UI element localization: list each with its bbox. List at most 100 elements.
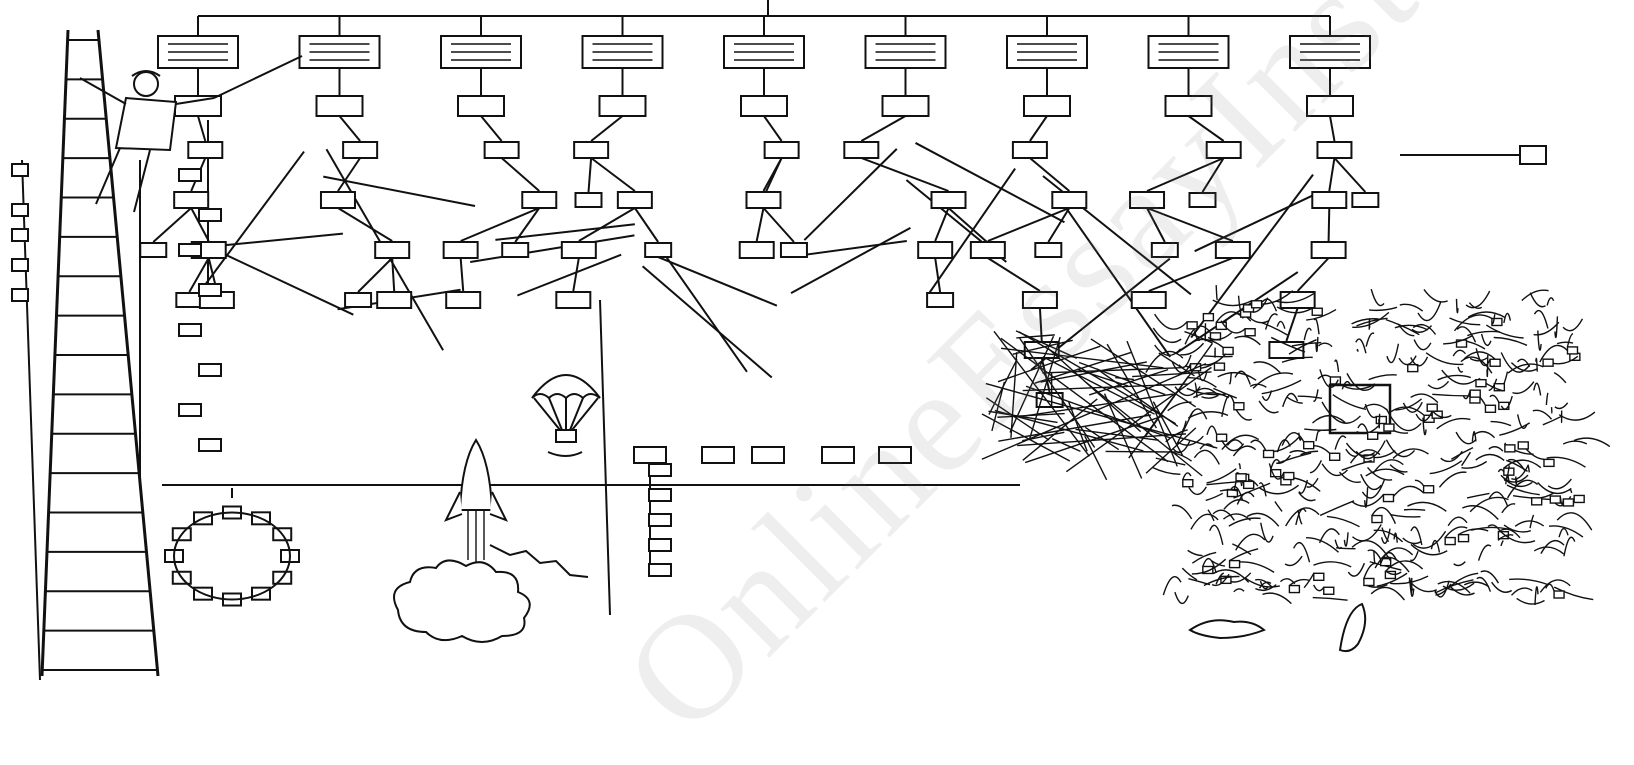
tiny-box [1476, 380, 1486, 387]
second-level-box [1307, 96, 1353, 116]
org-box [1312, 242, 1346, 258]
org-box [522, 192, 556, 208]
tiny-box [1289, 586, 1299, 593]
tiny-box [1567, 347, 1577, 354]
org-box [140, 243, 166, 257]
circle-of-boxes [165, 507, 299, 606]
org-box [377, 292, 411, 308]
tiny-box [1236, 474, 1246, 481]
org-box [1189, 193, 1215, 207]
tangled-network [168, 44, 1610, 605]
tiny-box [1230, 561, 1240, 568]
org-box [932, 192, 966, 208]
tiny-box [1424, 486, 1434, 493]
org-box [502, 243, 528, 257]
tiny-box [1485, 405, 1495, 412]
org-box [1052, 192, 1086, 208]
org-box [752, 447, 784, 463]
org-box [918, 242, 952, 258]
tiny-box [1372, 516, 1382, 523]
org-box [844, 142, 878, 158]
org-box [1352, 193, 1378, 207]
tiny-box [1459, 535, 1469, 542]
org-box [12, 229, 28, 241]
org-box [444, 242, 478, 258]
tiny-box [1563, 499, 1573, 506]
second-level-box [883, 96, 929, 116]
org-box [971, 242, 1005, 258]
tiny-box [1490, 359, 1500, 366]
tiny-box [1217, 434, 1227, 441]
org-box [1317, 142, 1351, 158]
org-chart-cartoon [0, 0, 1634, 693]
org-box [1207, 142, 1241, 158]
tiny-box [1244, 481, 1254, 488]
tiny-box [1183, 480, 1193, 487]
second-level-box [741, 96, 787, 116]
tiny-box [1518, 442, 1528, 449]
tiny-box [1187, 322, 1197, 329]
org-box [1216, 242, 1250, 258]
org-box [199, 364, 221, 376]
org-box [1152, 243, 1178, 257]
tiny-box [1376, 417, 1386, 424]
org-box [199, 209, 221, 221]
second-level-box [458, 96, 504, 116]
org-box [562, 242, 596, 258]
tiny-box [1312, 308, 1322, 315]
parachute-figure [532, 375, 600, 456]
rocket-figure [394, 440, 588, 642]
org-box [1520, 146, 1546, 164]
org-box [179, 404, 201, 416]
org-boxes [12, 36, 1546, 576]
tiny-box [1368, 432, 1378, 439]
org-box [179, 169, 201, 181]
fish-figure [1340, 604, 1365, 651]
tiny-box [1505, 445, 1515, 452]
tiny-box [1252, 301, 1262, 308]
tiny-box [1364, 578, 1374, 585]
org-box [649, 564, 671, 576]
org-box [879, 447, 911, 463]
org-box [12, 289, 28, 301]
org-box [765, 142, 799, 158]
org-box [781, 243, 807, 257]
org-box [179, 244, 201, 256]
second-level-box [317, 96, 363, 116]
org-box [345, 293, 371, 307]
org-box [574, 142, 608, 158]
org-box [556, 292, 590, 308]
tiny-box [1383, 495, 1393, 502]
tiny-box [1330, 377, 1340, 384]
org-box [618, 192, 652, 208]
tiny-box [1445, 538, 1455, 545]
org-box [1132, 292, 1166, 308]
org-box [1023, 292, 1057, 308]
tiny-box [1203, 314, 1213, 321]
org-box [485, 142, 519, 158]
tiny-box [1554, 591, 1564, 598]
second-level-box [175, 96, 221, 116]
org-box [702, 447, 734, 463]
org-box [12, 259, 28, 271]
tiny-box [1245, 329, 1255, 336]
tiny-box [1330, 453, 1340, 460]
second-level-box [600, 96, 646, 116]
tiny-box [1223, 347, 1233, 354]
org-box [199, 284, 221, 296]
tiny-box [1427, 404, 1437, 411]
org-box [649, 464, 671, 476]
org-box [188, 142, 222, 158]
lizard-figure [1190, 620, 1264, 638]
org-box [321, 192, 355, 208]
tiny-box [1384, 424, 1394, 431]
org-box [12, 204, 28, 216]
tiny-box [1550, 496, 1560, 503]
org-box [446, 292, 480, 308]
org-box [1312, 192, 1346, 208]
tiny-box [1532, 498, 1542, 505]
tiny-box [1214, 363, 1224, 370]
tiny-box [1304, 442, 1314, 449]
org-box [927, 293, 953, 307]
ring-link [174, 513, 290, 600]
